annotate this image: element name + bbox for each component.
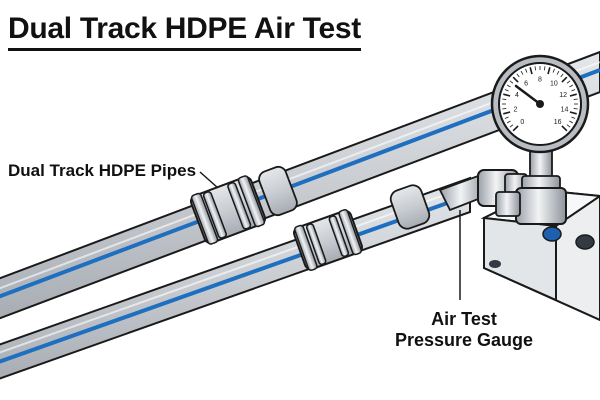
- gauge-dial-number: 12: [559, 92, 567, 99]
- diagram-title: Dual Track HDPE Air Test: [8, 12, 361, 51]
- gauge-tick: [573, 98, 578, 100]
- label-pipes: Dual Track HDPE Pipes: [8, 161, 197, 180]
- gauge-tick: [529, 67, 533, 75]
- gauge-dial-number: 6: [524, 81, 528, 88]
- gauge-dial-number: 16: [554, 119, 562, 126]
- gauge-tick: [534, 66, 536, 71]
- gauge-tick: [516, 73, 520, 78]
- label-gauge-line1: Air Test: [431, 309, 497, 329]
- gauge-tick: [512, 125, 519, 132]
- label-gauge: Air Test Pressure Gauge: [394, 309, 534, 351]
- gauge-dial-number: 0: [520, 119, 524, 126]
- gauge-tick: [506, 120, 511, 124]
- gauge-tick: [569, 84, 574, 88]
- gauge-dial-number: 10: [550, 81, 558, 88]
- gauge-tick: [561, 76, 568, 83]
- gauge-tick: [503, 111, 511, 115]
- gauge-tick: [566, 124, 571, 128]
- gauge-tick: [556, 70, 560, 75]
- gauge-stem: [495, 149, 567, 225]
- dark-button[interactable]: [575, 234, 595, 250]
- gauge-tick: [509, 124, 514, 128]
- gauge-tick: [503, 93, 511, 97]
- gauge-tick: [504, 116, 509, 119]
- label-gauge-line2: Pressure Gauge: [394, 330, 534, 350]
- gauge-tick: [569, 93, 577, 97]
- gauge-tick: [571, 89, 576, 92]
- gauge-tick: [569, 120, 574, 124]
- gauge-tick: [512, 76, 519, 83]
- lower-pipe-coupling: [293, 209, 363, 271]
- gauge-tick: [504, 89, 509, 92]
- gauge-dial-number: 14: [561, 106, 569, 113]
- gauge-tick: [520, 70, 524, 75]
- gauge-tick: [547, 67, 551, 75]
- gauge-tick: [502, 108, 507, 110]
- gauge-tick: [544, 66, 546, 71]
- gauge-dial-number: 4: [515, 92, 519, 99]
- upper-pipe-coupling: [189, 175, 267, 245]
- gauge-tick: [569, 111, 577, 115]
- gauge-tick: [502, 98, 507, 100]
- gauge-tick: [552, 68, 555, 73]
- lower-pipe-stripe: [0, 193, 471, 364]
- gauge-ticks: [502, 66, 578, 132]
- gauge-tick: [571, 116, 576, 119]
- gauge-tick: [561, 125, 568, 132]
- gauge-tick: [506, 84, 511, 88]
- gauge-tick: [525, 68, 528, 73]
- blue-button[interactable]: [542, 226, 562, 242]
- gauge-tick: [509, 80, 514, 84]
- gauge-dial-number: 8: [538, 77, 542, 84]
- pipes-leader-line: [199, 171, 219, 189]
- gauge-needle: [514, 84, 542, 106]
- gauge-dial-number: 2: [514, 106, 518, 113]
- gauge-tick: [573, 108, 578, 110]
- gauge-tick: [560, 73, 564, 78]
- gauge-tick: [566, 80, 571, 84]
